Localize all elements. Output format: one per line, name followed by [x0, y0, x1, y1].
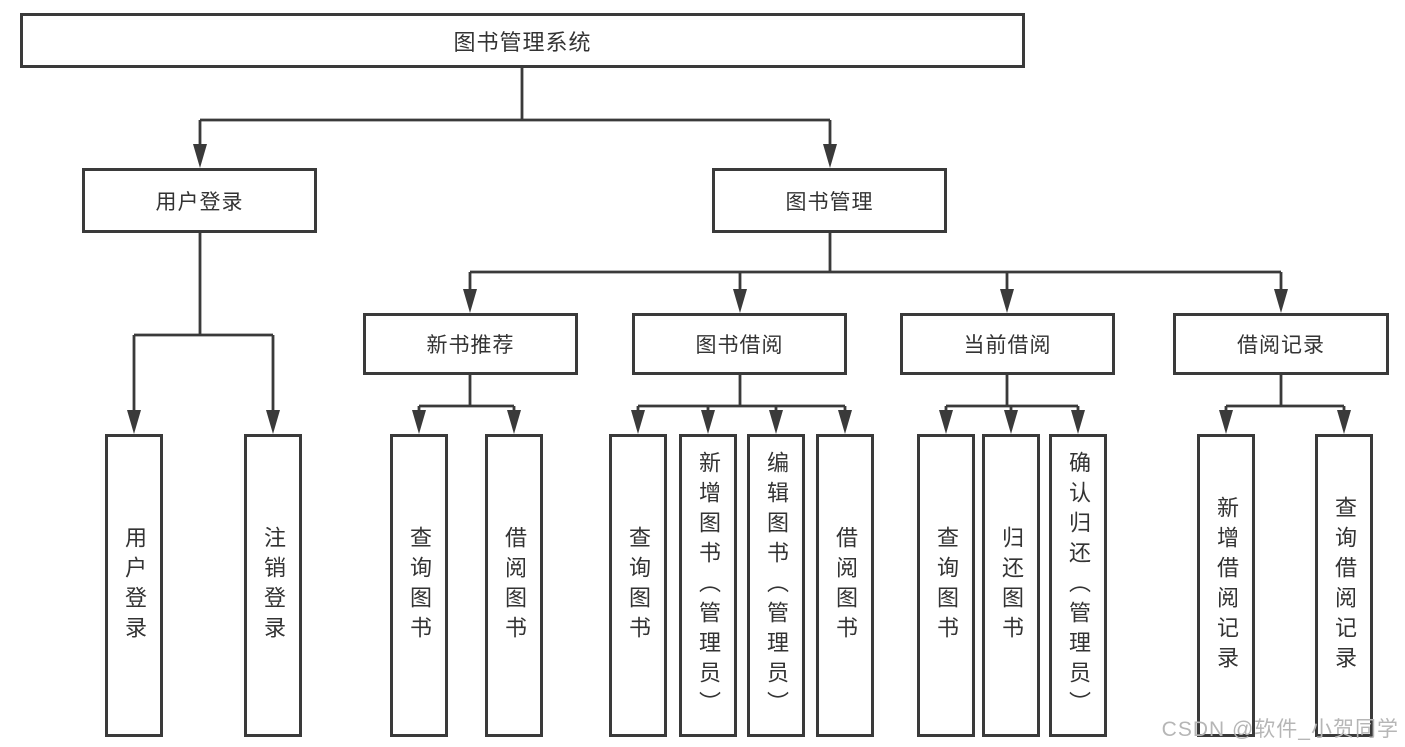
- leaf-borrow-book-borrow-label: 借阅图书: [833, 525, 858, 646]
- node-current-borrow-label: 当前借阅: [963, 334, 1052, 357]
- leaf-edit-book-admin-label: 编辑图书（管理员）: [764, 450, 789, 721]
- leaf-edit-book-admin: 编辑图书（管理员）: [747, 434, 805, 737]
- node-book-management: 图书管理: [712, 168, 947, 233]
- leaf-query-book-borrow-label: 查询图书: [626, 525, 651, 646]
- leaf-add-borrow-record-label: 新增借阅记录: [1214, 495, 1239, 676]
- node-user-login: 用户登录: [82, 168, 317, 233]
- leaf-return-book-label: 归还图书: [999, 525, 1024, 646]
- leaf-query-borrow-record: 查询借阅记录: [1315, 434, 1373, 737]
- leaf-add-borrow-record: 新增借阅记录: [1197, 434, 1255, 737]
- leaf-query-book-borrow: 查询图书: [609, 434, 667, 737]
- leaf-return-book: 归还图书: [982, 434, 1040, 737]
- leaf-user-login: 用户登录: [105, 434, 163, 737]
- leaf-add-book-admin: 新增图书（管理员）: [679, 434, 737, 737]
- leaf-query-book-recommend-label: 查询图书: [407, 525, 432, 646]
- leaf-borrow-book-recommend: 借阅图书: [485, 434, 543, 737]
- leaf-confirm-return-admin-label: 确认归还（管理员）: [1066, 450, 1091, 721]
- node-new-book-recommend-label: 新书推荐: [426, 334, 515, 357]
- leaf-user-login-label: 用户登录: [122, 525, 147, 646]
- leaf-query-book-current: 查询图书: [917, 434, 975, 737]
- leaf-logout-login-label: 注销登录: [261, 525, 286, 646]
- node-library-system-label: 图书管理系统: [453, 29, 592, 55]
- node-book-borrow-label: 图书借阅: [695, 334, 784, 357]
- node-borrow-record-label: 借阅记录: [1237, 334, 1325, 357]
- leaf-query-book-recommend: 查询图书: [390, 434, 448, 737]
- leaf-add-book-admin-label: 新增图书（管理员）: [696, 450, 721, 721]
- node-current-borrow: 当前借阅: [900, 313, 1115, 375]
- node-borrow-record: 借阅记录: [1173, 313, 1389, 375]
- node-book-management-label: 图书管理: [785, 190, 874, 214]
- leaf-query-borrow-record-label: 查询借阅记录: [1332, 495, 1357, 676]
- leaf-borrow-book-recommend-label: 借阅图书: [502, 525, 527, 646]
- leaf-confirm-return-admin: 确认归还（管理员）: [1049, 434, 1107, 737]
- node-new-book-recommend: 新书推荐: [363, 313, 578, 375]
- node-library-system: 图书管理系统: [20, 13, 1025, 68]
- node-user-login-label: 用户登录: [155, 190, 244, 214]
- leaf-logout-login: 注销登录: [244, 434, 302, 737]
- csdn-watermark: CSDN @软件_小贺同学: [1161, 718, 1399, 741]
- leaf-borrow-book-borrow: 借阅图书: [816, 434, 874, 737]
- node-book-borrow: 图书借阅: [632, 313, 847, 375]
- leaf-query-book-current-label: 查询图书: [934, 525, 959, 646]
